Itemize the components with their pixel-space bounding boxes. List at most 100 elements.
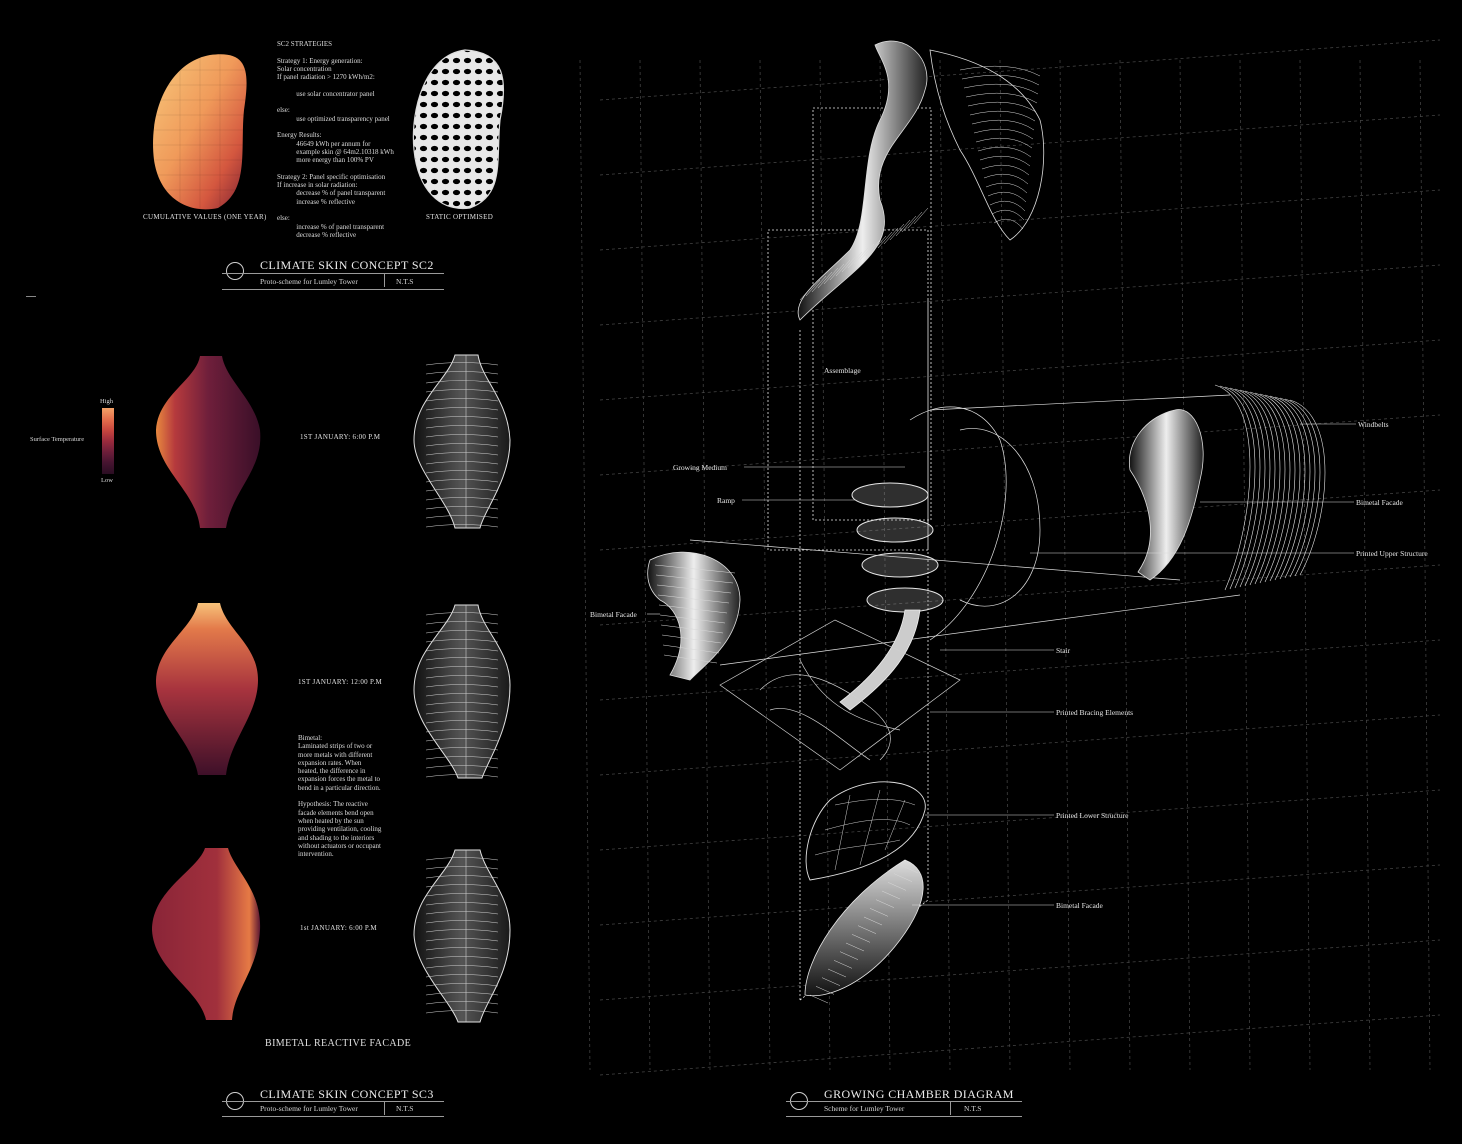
windbelt-ring — [1254, 392, 1291, 583]
grid-line — [599, 714, 1441, 776]
top-rib — [965, 92, 1038, 104]
windbelt-ring — [1234, 388, 1271, 587]
grid-line — [1419, 59, 1431, 1071]
wire-rib — [425, 738, 499, 742]
wire-rib — [425, 684, 499, 688]
title-block-divider — [950, 1101, 951, 1115]
wire-rib — [425, 765, 499, 769]
wire-rib — [425, 488, 499, 492]
left-rib — [656, 584, 732, 594]
wire-rib — [425, 398, 499, 402]
spine-rib — [805, 279, 821, 297]
windbelt-ring — [1214, 384, 1251, 591]
wire-rib — [425, 911, 499, 915]
top-rib — [975, 137, 1033, 149]
wire-rib — [425, 621, 499, 625]
top-upper-structure — [797, 40, 1045, 321]
legend-color-bar — [102, 408, 114, 474]
top-rib — [959, 65, 1041, 77]
left-rib — [662, 644, 720, 654]
wire-rib — [425, 756, 499, 760]
grid-line — [639, 59, 651, 1071]
legend-low-label: Low — [101, 477, 113, 484]
label-bimetal-facade-left: Bimetal Facade — [590, 610, 637, 619]
wire-rib — [425, 702, 499, 706]
top-rib — [977, 146, 1032, 158]
windbelt-ring — [1269, 395, 1306, 580]
top-rib — [989, 200, 1026, 212]
windbelt-ring — [1264, 394, 1301, 581]
grid-line — [599, 639, 1441, 701]
grid-line — [599, 789, 1441, 851]
wire-rib — [425, 884, 499, 888]
grid-line — [599, 39, 1441, 101]
wire-rib — [425, 774, 499, 778]
left-rib — [654, 564, 736, 574]
left-bimetal-facade — [647, 551, 741, 681]
top-rib — [967, 101, 1037, 113]
wire-rib — [425, 666, 499, 670]
grid-line — [1239, 59, 1251, 1071]
windbelt-ring — [1219, 385, 1256, 590]
spine-rib — [847, 251, 863, 269]
spine-rib — [865, 239, 881, 257]
diagram-scale: N.T.S — [964, 1104, 982, 1113]
grid-line — [1119, 59, 1131, 1071]
sc3-time-3: 1st JANUARY: 6:00 P.M — [300, 924, 377, 932]
stair-element — [839, 609, 921, 711]
top-rib — [981, 164, 1030, 176]
left-rib — [663, 654, 718, 664]
spine-rib — [829, 263, 845, 281]
sc2-caption-cumulative: CUMULATIVE VALUES (ONE YEAR) — [143, 213, 267, 221]
bottom-rib — [881, 890, 901, 900]
wire-rib — [425, 461, 499, 465]
wire-rib — [425, 416, 499, 420]
grid-line — [599, 339, 1441, 401]
wire-rib — [425, 425, 499, 429]
diagram-subtitle: Scheme for Lumley Tower — [824, 1104, 905, 1113]
left-rib — [657, 594, 730, 604]
sc3-heading: BIMETAL REACTIVE FACADE — [265, 1038, 412, 1049]
grid-line — [819, 59, 831, 1071]
sc3-subtitle: Proto-scheme for Lumley Tower — [260, 1104, 358, 1113]
title-block-circle — [226, 262, 244, 280]
top-rib — [971, 119, 1035, 131]
legend-high-label: High — [100, 398, 113, 405]
legend-title: Surface Temperature — [30, 436, 85, 443]
bracing-plane — [719, 619, 961, 771]
windbelt-ring — [1249, 391, 1286, 584]
wire-rib — [425, 902, 499, 906]
grid-line — [599, 1014, 1441, 1076]
title-block-rule-bottom — [786, 1116, 1022, 1117]
bottom-rib — [845, 942, 865, 952]
wire-rib — [425, 639, 499, 643]
sc3-scale: N.T.S — [396, 1104, 414, 1113]
spine-rib — [871, 235, 887, 253]
lower-structure — [805, 781, 926, 881]
title-block-rule — [222, 1101, 444, 1102]
wire-rib — [425, 929, 499, 933]
windbelts-rings — [1214, 384, 1326, 591]
wire-rib — [425, 380, 499, 384]
left-rib — [661, 634, 722, 644]
spine-rib — [853, 247, 869, 265]
grid-line — [599, 189, 1441, 251]
title-block-rule — [222, 273, 444, 274]
top-rib — [963, 83, 1039, 95]
label-windbelts: Windbelts — [1358, 420, 1389, 429]
top-rib — [979, 155, 1031, 167]
wire-rib — [425, 389, 499, 393]
label-printed-bracing: Printed Bracing Elements — [1056, 708, 1134, 717]
spine-rib — [907, 211, 923, 229]
grid-line — [599, 489, 1441, 551]
spine-rib — [883, 227, 899, 245]
label-stair: Stair — [1056, 646, 1071, 655]
wire-rib — [425, 875, 499, 879]
top-rib — [991, 209, 1025, 221]
bottom-rib — [809, 994, 829, 1004]
spine-rib — [817, 271, 833, 289]
bottom-rib — [869, 908, 889, 917]
spine-rib — [895, 219, 911, 237]
